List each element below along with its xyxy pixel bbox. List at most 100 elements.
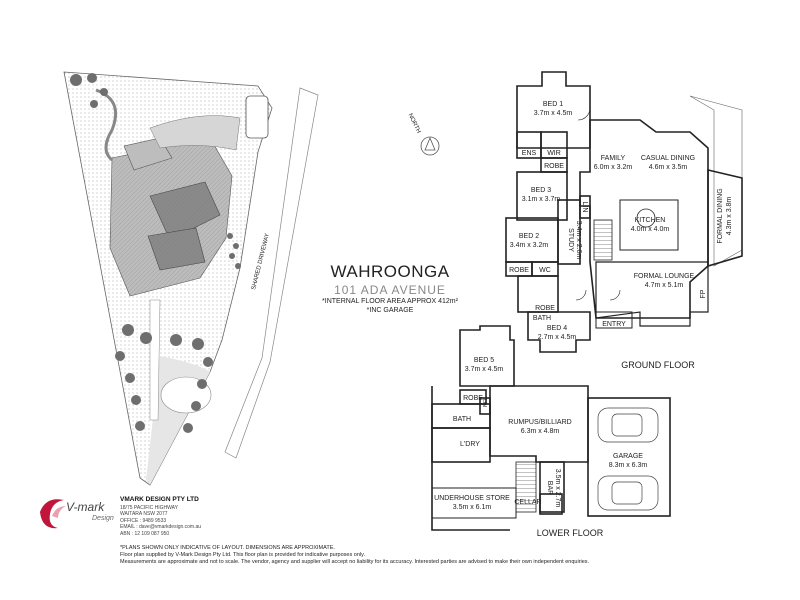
site-plan: SHARED DRIVEWAY xyxy=(63,71,319,486)
deck xyxy=(689,95,743,267)
pool xyxy=(245,95,269,139)
svg-text:BAR3.5m x 2.7m: BAR3.5m x 2.7m xyxy=(546,469,561,508)
ground-floor-plan xyxy=(505,71,743,353)
room-dims: 3.5m x 6.1m xyxy=(453,504,492,511)
garage-note: *INC GARAGE xyxy=(366,307,414,314)
room-name: BED 3 xyxy=(531,187,551,194)
room-name: GARAGE xyxy=(613,453,643,460)
room-dims: 4.0m x 4.0m xyxy=(631,226,670,233)
company-address-1: 18/75 PACIFIC HIGHWAY xyxy=(120,504,178,511)
svg-text:BED 53.7m x 4.5m: BED 5 3.7m x 4.5m xyxy=(465,357,504,373)
room-name: FP xyxy=(700,289,707,298)
front-path xyxy=(149,299,161,421)
room-name: FORMAL LOUNGE xyxy=(634,273,695,280)
suburb: WAHROONGA xyxy=(330,262,450,281)
ground-floor-label: GROUND FLOOR xyxy=(621,360,695,370)
company-address-2: WAITARA NSW 2077 xyxy=(120,511,168,517)
room-name: BED 5 xyxy=(474,357,494,364)
svg-text:STUDY3.4m x 2.6m: STUDY3.4m x 2.6m xyxy=(567,221,582,260)
room-name: STUDY xyxy=(567,228,574,252)
room-name: FAMILY xyxy=(601,155,626,162)
room-name: BED 1 xyxy=(543,101,563,108)
room-name: ENTRY xyxy=(602,321,626,328)
room-name: BATH xyxy=(453,416,471,423)
room-dims: 6.3m x 4.8m xyxy=(521,428,560,435)
room-dims: 3.1m x 3.7m xyxy=(522,196,561,203)
disclaimer: *PLANS SHOWN ONLY INDICATIVE OF LAYOUT. … xyxy=(120,545,760,566)
vmark-logo-icon xyxy=(40,499,66,529)
room-name: ROBE xyxy=(544,163,564,170)
disclaimer-line: Measurements are approximate and not to … xyxy=(120,559,590,565)
room-name: WC xyxy=(539,267,551,274)
company-email: EMAIL : dave@vmarkdesign.com.au xyxy=(120,524,202,530)
ground-floor-labels: BED 1 3.7m x 4.5m ENS WIR ROBE BED 3 3.1m … xyxy=(509,101,733,370)
driveway-label: SHARED DRIVEWAY xyxy=(251,233,271,291)
room-name: CASUAL DINING xyxy=(641,155,695,162)
room-dims: 3.7m x 4.5m xyxy=(534,110,573,117)
company-name: VMARK DESIGN PTY LTD xyxy=(120,496,199,503)
shared-driveway xyxy=(224,87,319,459)
room-name: RUMPUS/BILLIARD xyxy=(508,419,571,426)
svg-text:BED 23.4m x 3.2m: BED 2 3.4m x 3.2m xyxy=(510,233,549,249)
room-name: ROBE xyxy=(509,267,529,274)
room-name: KITCHEN xyxy=(635,217,666,224)
lower-floor-plan xyxy=(431,325,671,531)
disclaimer-line: *PLANS SHOWN ONLY INDICATIVE OF LAYOUT. … xyxy=(120,545,335,551)
room-name: FORMAL DINING xyxy=(717,188,724,243)
property-title: WAHROONGA 101 ADA AVENUE *INTERNAL FLOOR… xyxy=(300,262,480,315)
disclaimer-line: Floor plan supplied by V-Mark Design Pty… xyxy=(120,552,365,558)
room-dims: 2.7m x 4.5m xyxy=(538,334,577,341)
room-name: BAR xyxy=(546,481,553,495)
svg-text:BED 33.1m x 3.7m: BED 3 3.1m x 3.7m xyxy=(522,187,561,203)
svg-text:BED 13.7m x 4.5m: BED 1 3.7m x 4.5m xyxy=(534,101,573,117)
room-name: BED 2 xyxy=(519,233,539,240)
company-office: OFFICE : 9489 9533 xyxy=(120,517,167,524)
logo-sub: Design xyxy=(92,515,114,522)
terrace xyxy=(149,115,241,151)
north-arrow: NORTH xyxy=(407,113,440,156)
street-address: 101 ADA AVENUE xyxy=(334,283,446,297)
car-icon xyxy=(597,407,659,443)
room-name: ROBE xyxy=(535,305,555,312)
room-dims: 3.7m x 4.5m xyxy=(465,366,504,373)
room-name: BATH xyxy=(533,315,551,322)
north-label: NORTH xyxy=(407,113,422,135)
logo-word: V-mark xyxy=(66,500,105,514)
lower-floor-labels: BED 5 3.7m x 4.5m ROBE LIN BATH RUMPUS/BI… xyxy=(434,357,647,538)
room-name: WIR xyxy=(547,150,561,157)
room-dims: 3.5m x 2.7m xyxy=(554,469,561,508)
room-dims: 6.0m x 3.2m xyxy=(594,164,633,171)
room-name: LIN xyxy=(481,399,487,407)
room-name: BED 4 xyxy=(547,325,567,332)
room-dims: 3.4m x 3.2m xyxy=(510,242,549,249)
svg-text:BED 42.7m x 4.5m: BED 4 2.7m x 4.5m xyxy=(538,325,577,341)
room-dims: 8.3m x 6.3m xyxy=(609,462,648,469)
room-name: UNDERHOUSE STORE xyxy=(434,495,510,502)
garden-path xyxy=(95,88,117,162)
room-name: ENS xyxy=(522,150,537,157)
company-logo: V-mark Design xyxy=(36,497,116,531)
room-name: LIN xyxy=(581,202,588,213)
lower-floor-label: LOWER FLOOR xyxy=(537,528,604,538)
room-dims: 3.4m x 2.6m xyxy=(575,221,582,260)
area-note: *INTERNAL FLOOR AREA APPROX 412m² xyxy=(322,298,458,305)
room-dims: 4.7m x 5.1m xyxy=(645,282,684,289)
room-name: CELLAR xyxy=(514,499,541,506)
company-abn: ABN : 12 109 087 950 xyxy=(120,530,170,537)
room-dims: 4.3m x 3.8m xyxy=(726,197,733,236)
company-details: VMARK DESIGN PTY LTD 18/75 PACIFIC HIGHW… xyxy=(120,496,270,537)
trees xyxy=(70,73,241,433)
room-name: L'DRY xyxy=(460,441,480,448)
room-dims: 4.6m x 3.5m xyxy=(649,164,688,171)
car-icon xyxy=(597,475,659,511)
room-name: ROBE xyxy=(463,395,483,402)
